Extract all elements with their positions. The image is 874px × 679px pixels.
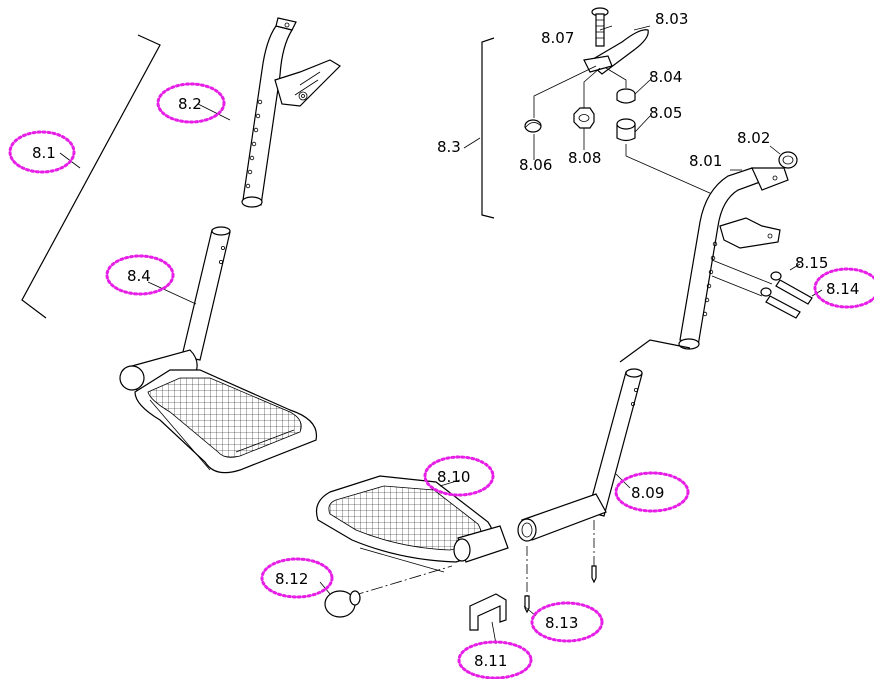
right-lower-tube-8-09: [587, 368, 643, 517]
right-footplate-8-10: [315, 475, 509, 573]
label-8-15: 8.15: [795, 254, 828, 272]
knob-8-12: [324, 565, 453, 618]
highlight-8-1: [8, 130, 76, 174]
label-8-1: 8.1: [32, 144, 56, 162]
label-8-13: 8.13: [545, 614, 578, 632]
label-8-14: 8.14: [826, 280, 859, 298]
right-bracket-8-3: [481, 37, 495, 219]
bolt-8-07: [591, 7, 609, 47]
clip-8-11: [469, 593, 507, 631]
highlight-8-4: [105, 254, 175, 296]
highlight-markers: [8, 82, 874, 679]
label-8-05: 8.05: [649, 104, 682, 122]
label-8-10: 8.10: [437, 468, 470, 486]
right-upper-tube-8-01: [678, 167, 789, 350]
nut-8-08: [573, 107, 595, 129]
label-8-07: 8.07: [541, 29, 574, 47]
cap-8-02: [778, 151, 798, 169]
right-break-line: [619, 339, 691, 363]
spacer-8-04: [616, 88, 636, 104]
left-footplate: [119, 349, 318, 474]
label-8-3: 8.3: [437, 138, 461, 156]
left-lower-tube-8-4: [181, 226, 231, 361]
left-upper-tube-8-2: [241, 17, 341, 208]
label-8-2: 8.2: [178, 95, 202, 113]
label-8-12: 8.12: [275, 570, 308, 588]
label-8-08: 8.08: [568, 149, 601, 167]
label-8-01: 8.01: [689, 152, 722, 170]
highlight-8-2: [156, 82, 226, 124]
bushing-8-05: [616, 118, 636, 142]
label-8-02: 8.02: [737, 129, 770, 147]
screws-8-14: [711, 259, 813, 319]
label-8-09: 8.09: [631, 484, 664, 502]
highlight-8-12: [260, 557, 334, 599]
highlight-8-14: [813, 267, 874, 309]
highlight-8-09: [614, 471, 690, 513]
hanger-crossbar: [517, 493, 607, 542]
highlight-8-13: [530, 601, 604, 643]
highlight-8-11: [457, 640, 533, 679]
label-8-03: 8.03: [655, 10, 688, 28]
label-8-04: 8.04: [649, 68, 682, 86]
label-8-4: 8.4: [127, 267, 151, 285]
hardware-leaders: [533, 65, 713, 195]
washer-8-06: [524, 119, 542, 133]
highlight-8-10: [423, 455, 495, 497]
label-8-11: 8.11: [474, 652, 507, 670]
label-8-06: 8.06: [519, 156, 552, 174]
left-bracket-8-1: [21, 34, 161, 319]
